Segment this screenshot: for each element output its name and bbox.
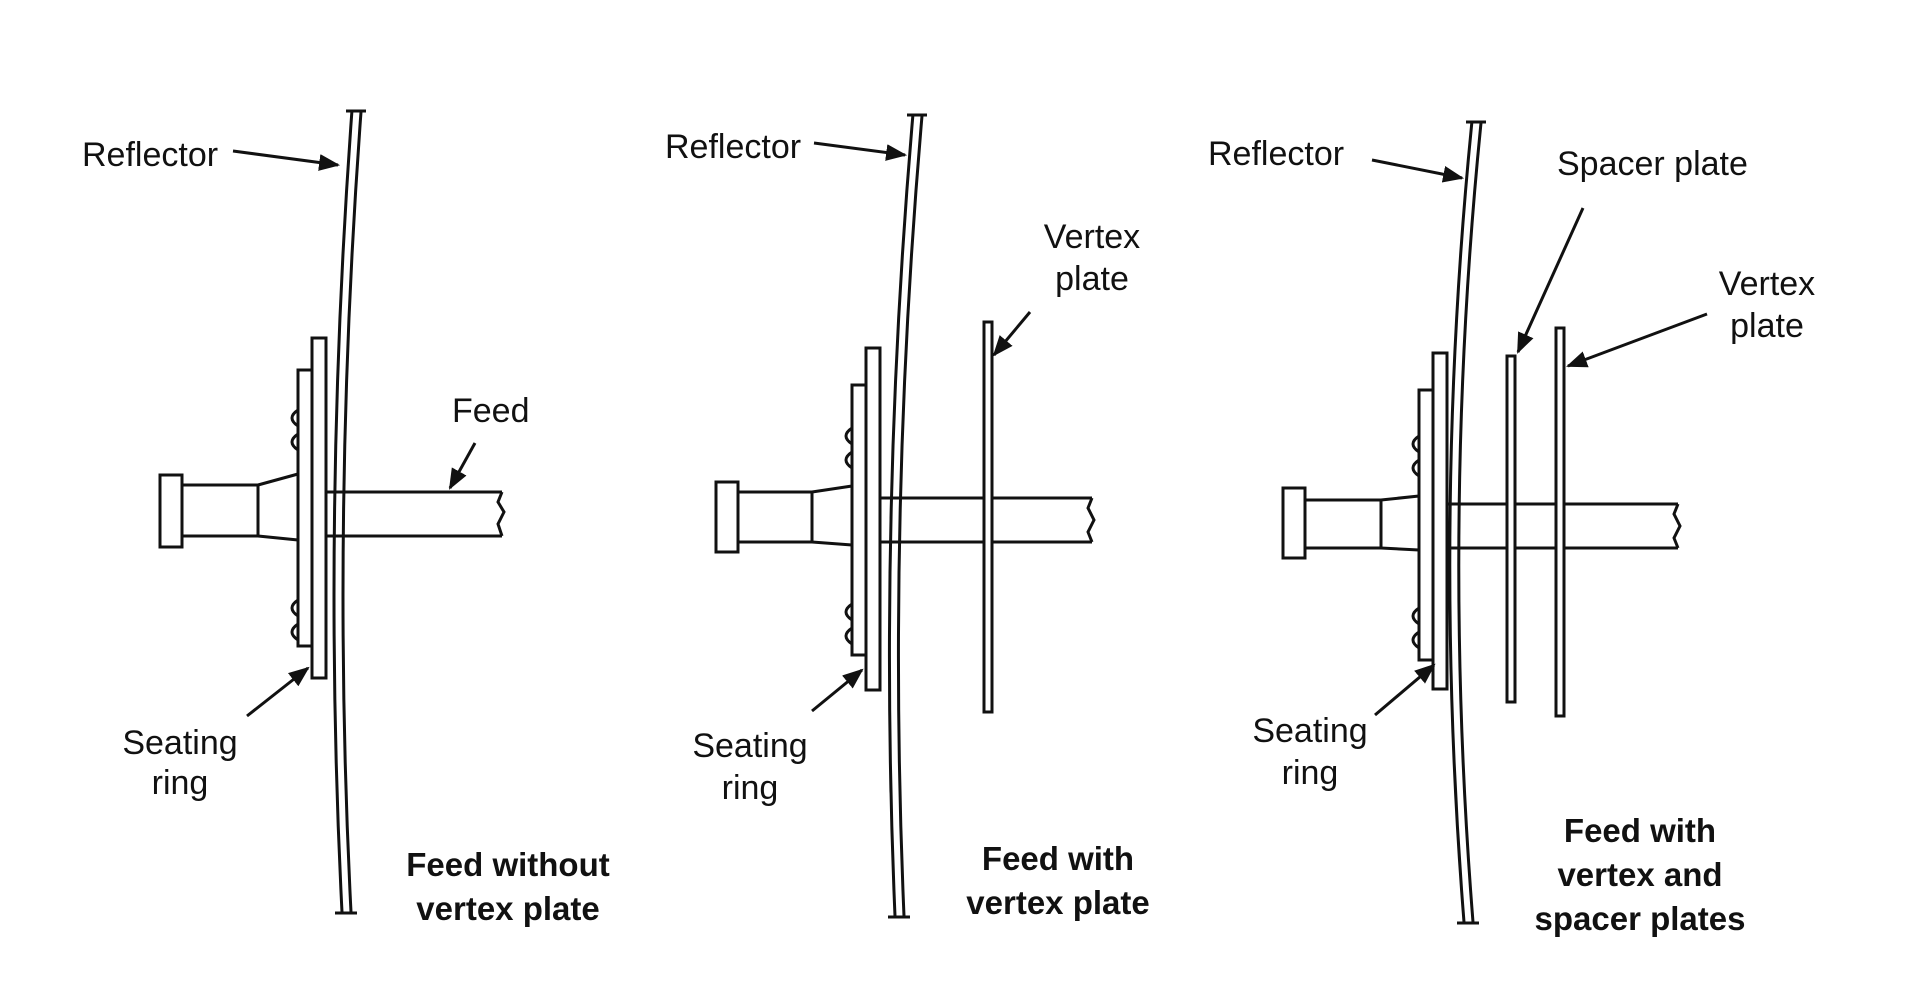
panel-feed-with-vertex-and-spacer-plates: Reflector Spacer plate Vertex plate Seat… bbox=[1208, 120, 1815, 937]
seating-label-3a: Seating bbox=[1252, 712, 1367, 750]
caption-1b: vertex plate bbox=[416, 890, 599, 927]
reflector-label-1: Reflector bbox=[82, 136, 218, 174]
feed-waveguide-3 bbox=[1281, 486, 1682, 560]
seating-label-3b: ring bbox=[1282, 754, 1339, 792]
vertex-label-2a: Vertex bbox=[1044, 218, 1140, 256]
spacer-plate-3 bbox=[1505, 354, 1517, 704]
vertex-label-3a: Vertex bbox=[1719, 265, 1815, 303]
feed-label: Feed bbox=[452, 392, 530, 430]
vertex-plate-2 bbox=[982, 320, 994, 714]
reflector-label-3: Reflector bbox=[1208, 135, 1344, 173]
caption-3a: Feed with bbox=[1564, 812, 1716, 849]
reflector-3 bbox=[1448, 120, 1474, 923]
reflector-1 bbox=[332, 109, 354, 913]
spacer-label: Spacer plate bbox=[1557, 145, 1748, 183]
seating-ring-3 bbox=[1431, 351, 1449, 691]
seating-ring-2 bbox=[864, 346, 882, 692]
vertex-label-2b: plate bbox=[1055, 260, 1129, 298]
panel-feed-without-vertex-plate: Reflector Feed Seating ring Feed without… bbox=[82, 109, 610, 927]
caption-3c: spacer plates bbox=[1535, 900, 1746, 937]
seating-label-1a: Seating bbox=[122, 724, 237, 762]
panel-feed-with-vertex-plate: Reflector Vertex plate Seating ring Feed… bbox=[665, 113, 1150, 921]
feed-waveguide-2 bbox=[714, 480, 1096, 554]
reflector-label-2: Reflector bbox=[665, 128, 801, 166]
caption-2b: vertex plate bbox=[966, 884, 1149, 921]
feed-waveguide-1 bbox=[158, 472, 506, 549]
seating-label-2b: ring bbox=[722, 769, 779, 807]
vertex-label-3b: plate bbox=[1730, 307, 1804, 345]
seating-ring-1 bbox=[310, 336, 328, 680]
caption-2a: Feed with bbox=[982, 840, 1134, 877]
caption-3b: vertex and bbox=[1557, 856, 1722, 893]
vertex-plate-3 bbox=[1554, 326, 1566, 718]
seating-label-2a: Seating bbox=[692, 727, 807, 765]
caption-1a: Feed without bbox=[406, 846, 609, 883]
reflector-2 bbox=[887, 113, 915, 917]
seating-label-1b: ring bbox=[152, 764, 209, 802]
